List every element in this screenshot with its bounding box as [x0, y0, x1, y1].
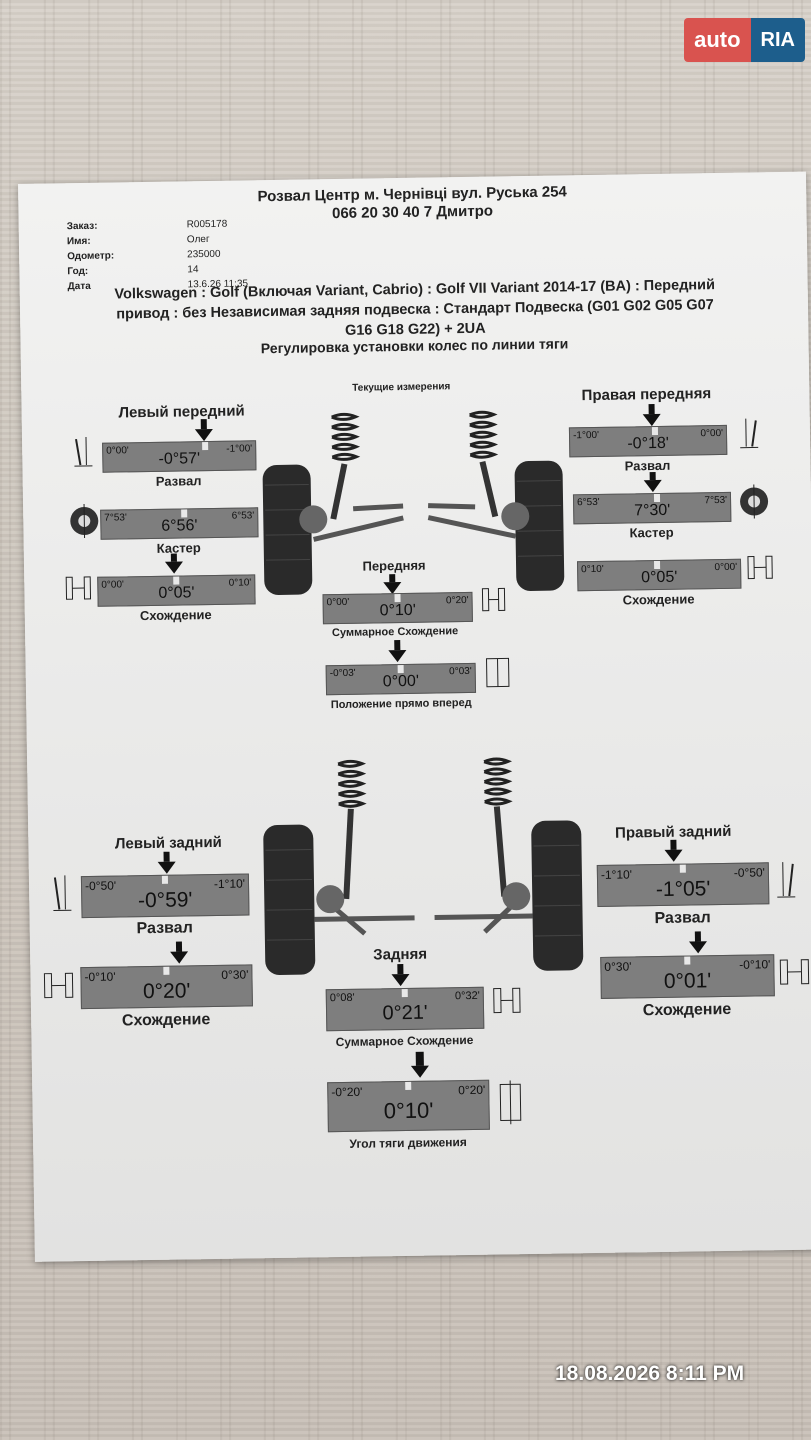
thrust-angle-gauge: -0°20' 0°20' 0°10'	[327, 1079, 490, 1133]
gauge-value: 7°30'	[633, 501, 671, 520]
rear-left-camber-label: Развал	[136, 919, 193, 938]
front-right-caster-gauge: 6°53' 7°53' 7°30'	[572, 491, 732, 525]
gauge-max: 0°20'	[458, 1082, 486, 1098]
photo-timestamp: 18.08.2026 8:11 PM	[555, 1362, 745, 1385]
camber-icon	[777, 862, 796, 898]
gauge-value: -1°05'	[655, 877, 711, 902]
thrust-angle-icon	[499, 1080, 522, 1125]
front-axle-title: Передняя	[362, 557, 426, 574]
front-left-toe-gauge: 0°00' 0°10' 0°05'	[97, 574, 256, 607]
toe-icon	[481, 587, 506, 612]
gauge-value: 0°21'	[382, 1001, 428, 1025]
toe-icon	[43, 972, 74, 999]
meta-row: Одометр:235000	[67, 248, 248, 266]
front-right-camber-gauge: -1°00' 0°00' -0°18'	[568, 424, 728, 458]
gauge-value: 0°05'	[641, 568, 678, 587]
front-right-caster-label: Кастер	[629, 524, 674, 541]
camber-icon	[53, 875, 72, 912]
gauge-value: 0°10'	[379, 601, 416, 620]
straight-ahead-gauge: -0°03' 0°03' 0°00'	[325, 662, 477, 696]
camber-icon	[740, 418, 759, 449]
caster-icon	[70, 503, 99, 539]
meta-value: Олег	[186, 233, 210, 246]
logo-auto-text: auto	[684, 18, 751, 62]
front-total-toe-gauge: 0°00' 0°20' 0°10'	[322, 591, 473, 625]
toe-icon	[779, 959, 810, 985]
front-right-toe-gauge: 0°10' 0°00' 0°05'	[576, 558, 742, 592]
gauge-value: -0°57'	[158, 450, 201, 468]
front-left-toe-label: Схождение	[139, 607, 212, 624]
meta-value: R005178	[186, 218, 228, 231]
logo-ria-text: RIA	[750, 18, 805, 62]
front-right-toe-label: Схождение	[622, 591, 695, 608]
meta-value: 14	[187, 264, 199, 276]
front-total-toe-label: Суммарное Схождение	[331, 625, 459, 640]
toe-icon	[747, 555, 773, 580]
front-right-title: Правая передняя	[581, 385, 712, 405]
rear-left-camber-gauge: -0°50' -1°10' -0°59'	[80, 873, 250, 919]
front-left-camber-label: Развал	[155, 473, 202, 489]
gauge-value: -0°18'	[627, 434, 670, 453]
front-left-camber-gauge: 0°00' -1°00' -0°57'	[102, 440, 257, 473]
front-left-caster-gauge: 7°53' 6°53' 6°56'	[100, 507, 259, 540]
gauge-value: 0°01'	[663, 969, 712, 993]
meta-value: 235000	[187, 248, 221, 261]
gauge-value: 0°00'	[382, 672, 420, 691]
camber-icon	[74, 436, 93, 467]
rear-right-camber-gauge: -1°10' -0°50' -1°05'	[596, 862, 770, 907]
gauge-value: 0°20'	[142, 979, 191, 1004]
gauge-value: 0°05'	[158, 584, 195, 602]
autoria-logo: auto RIA	[684, 18, 805, 62]
rear-axle-title: Задняя	[373, 945, 428, 964]
gauge-value: 0°10'	[383, 1097, 434, 1124]
gauge-value: -0°59'	[137, 888, 193, 913]
front-suspension-icon	[262, 410, 565, 595]
gauge-value: 6°56'	[161, 517, 198, 535]
front-left-caster-label: Кастер	[156, 540, 201, 556]
rear-left-toe-label: Схождение	[121, 1011, 211, 1030]
straight-ahead-label: Положение прямо вперед	[330, 696, 472, 712]
rear-left-toe-gauge: -0°10' 0°30' 0°20'	[80, 964, 253, 1010]
steering-icon	[486, 657, 510, 688]
toe-icon	[493, 987, 521, 1014]
rear-right-toe-gauge: 0°30' -0°10' 0°01'	[600, 954, 775, 999]
toe-icon	[65, 576, 92, 600]
rear-left-title: Левый задний	[114, 833, 222, 853]
alignment-report-sheet: Розвал Центр м. Чернівці вул. Руська 254…	[18, 171, 811, 1262]
gauge-min: -0°20'	[331, 1084, 363, 1100]
front-right-camber-label: Развал	[624, 457, 671, 474]
thrust-angle-label: Угол тяги движения	[349, 1135, 467, 1151]
rear-right-toe-label: Схождение	[642, 1000, 732, 1020]
meta-row: Заказ:R005178	[67, 218, 248, 236]
rear-right-camber-label: Развал	[654, 909, 711, 928]
rear-suspension-icon	[263, 757, 584, 975]
caster-icon	[740, 484, 769, 519]
rear-total-toe-label: Суммарное Схождение	[335, 1032, 474, 1050]
rear-total-toe-gauge: 0°08' 0°32' 0°21'	[325, 986, 485, 1032]
front-left-title: Левый передний	[118, 402, 245, 422]
